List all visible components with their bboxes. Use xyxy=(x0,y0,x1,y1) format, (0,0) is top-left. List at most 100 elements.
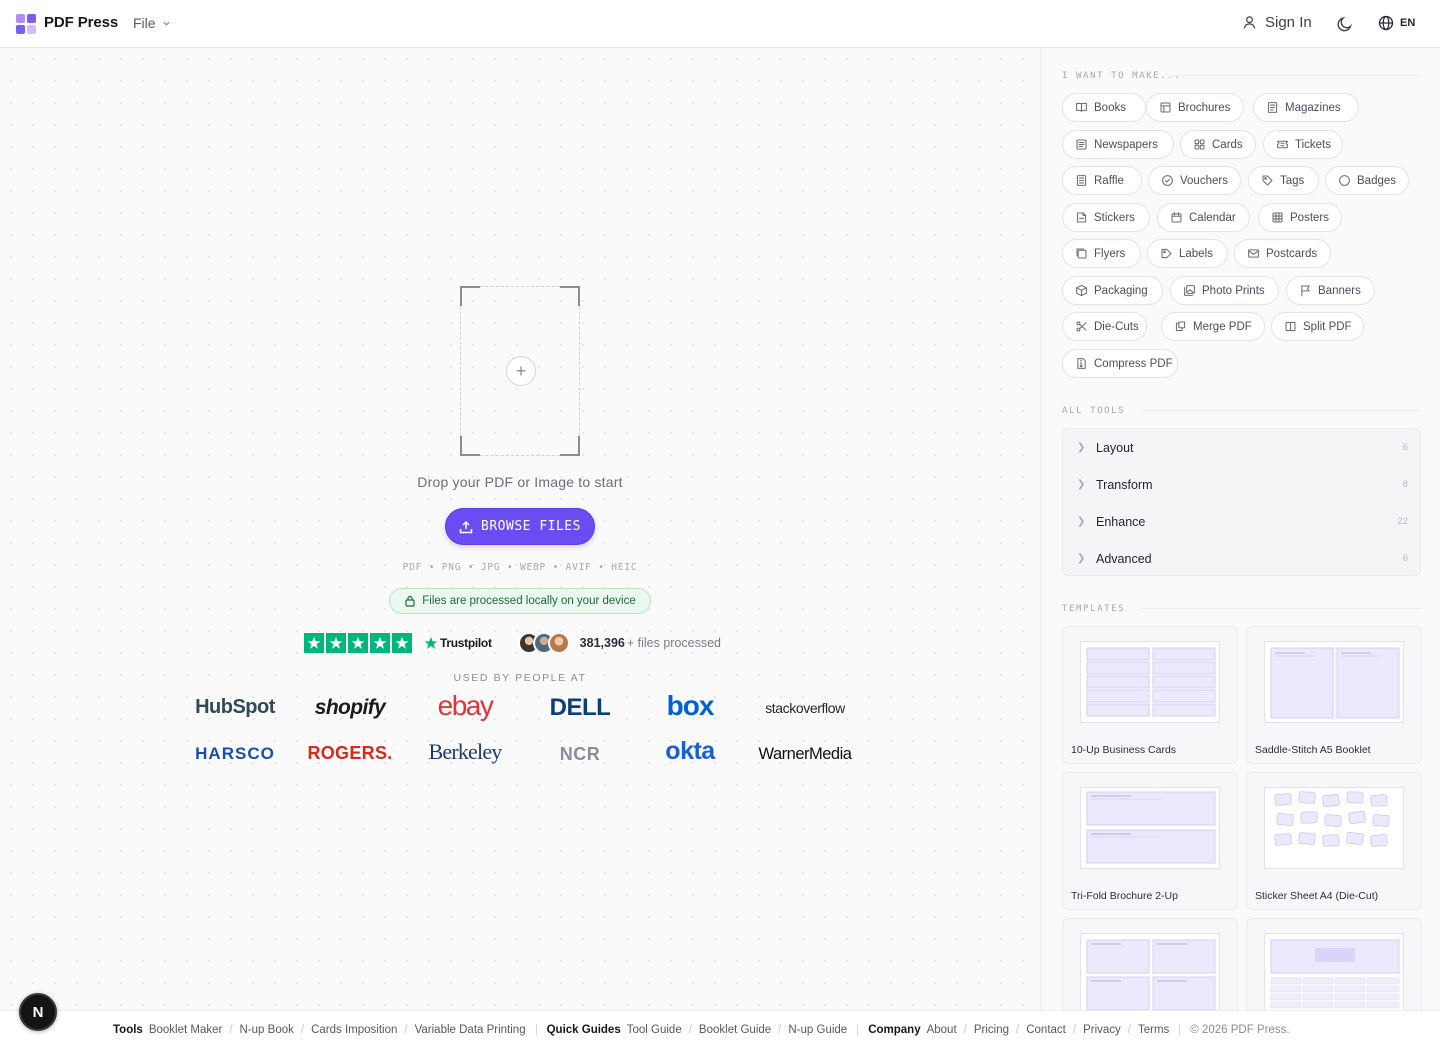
trustpilot-logo[interactable]: Trustpilot xyxy=(424,636,492,650)
make-chip-label: Vouchers xyxy=(1180,174,1228,187)
footer-link-n-up-book[interactable]: N-up Book xyxy=(239,1024,294,1036)
make-chip-stickers[interactable]: Stickers xyxy=(1062,203,1150,232)
make-chip-compress-pdf[interactable]: Compress PDF xyxy=(1062,349,1178,378)
template-card[interactable]: 10-Up Business Cards xyxy=(1062,626,1238,764)
template-card[interactable] xyxy=(1246,918,1422,1010)
pdf-press-logo-icon[interactable] xyxy=(16,14,36,34)
footer-link-booklet-maker[interactable]: Booklet Maker xyxy=(148,1024,223,1036)
make-chip-tags[interactable]: Tags xyxy=(1248,166,1319,195)
tools-section-label: ALL TOOLS xyxy=(1062,406,1126,416)
upload-workspace: + Drop your PDF or Image to start BROWSE… xyxy=(0,48,1040,1010)
footer-link-about[interactable]: About xyxy=(926,1024,957,1036)
make-chip-label: Labels xyxy=(1179,247,1213,260)
browse-files-button[interactable]: BROWSE FILES xyxy=(445,508,595,545)
tool-category-advanced[interactable]: ❯ Advanced 6 xyxy=(1063,540,1420,577)
make-chip-label: Brochures xyxy=(1178,101,1231,114)
footer-link-contact[interactable]: Contact xyxy=(1026,1024,1066,1036)
footer-link-n-up-guide[interactable]: N-up Guide xyxy=(788,1024,848,1036)
local-processing-badge: Files are processed locally on your devi… xyxy=(389,588,651,614)
make-chip-newspapers[interactable]: Newspapers xyxy=(1062,130,1174,159)
star-icon xyxy=(392,633,412,653)
section-divider xyxy=(1141,410,1420,411)
template-card[interactable] xyxy=(1062,918,1238,1010)
ticket-icon xyxy=(1277,140,1288,149)
tool-category-name: Layout xyxy=(1096,440,1134,455)
make-chip-photo-prints[interactable]: Photo Prints xyxy=(1170,276,1279,305)
make-chip-raffle[interactable]: Raffle xyxy=(1062,166,1142,195)
make-chip-label: Photo Prints xyxy=(1202,284,1265,297)
make-chip-banners[interactable]: Banners xyxy=(1286,276,1375,305)
make-chip-labels[interactable]: Labels xyxy=(1147,239,1228,268)
make-chip-cards[interactable]: Cards xyxy=(1180,130,1256,159)
footer-link-cards-imposition[interactable]: Cards Imposition xyxy=(311,1024,398,1036)
template-card[interactable]: Tri-Fold Brochure 2-Up xyxy=(1062,772,1238,910)
make-chip-postcards[interactable]: Postcards xyxy=(1234,239,1331,268)
footer-link-terms[interactable]: Terms xyxy=(1137,1024,1170,1036)
make-chip-die-cuts[interactable]: Die-Cuts xyxy=(1062,312,1147,341)
tool-category-enhance[interactable]: ❯ Enhance 22 xyxy=(1063,503,1420,540)
language-switcher[interactable]: EN xyxy=(1378,15,1415,31)
tool-category-transform[interactable]: ❯ Transform 8 xyxy=(1063,466,1420,503)
sign-in-button[interactable]: Sign In xyxy=(1242,14,1312,31)
tool-category-layout[interactable]: ❯ Layout 6 xyxy=(1063,429,1420,466)
make-chip-label: Split PDF xyxy=(1303,320,1352,333)
make-chip-calendar[interactable]: Calendar xyxy=(1157,203,1250,232)
make-chip-flyers[interactable]: Flyers xyxy=(1062,239,1141,268)
lock-icon xyxy=(405,595,415,607)
template-thumbnail xyxy=(1264,787,1404,869)
make-chip-label: Merge PDF xyxy=(1193,320,1252,333)
make-chip-merge-pdf[interactable]: Merge PDF xyxy=(1161,312,1265,341)
tool-category-count: 6 xyxy=(1402,442,1408,453)
chevron-right-icon: ❯ xyxy=(1077,442,1086,453)
company-logo-harsco: HARSCO xyxy=(195,744,275,763)
flag-icon xyxy=(1301,285,1310,297)
footer-link-booklet-guide[interactable]: Booklet Guide xyxy=(698,1024,772,1036)
make-chip-badges[interactable]: Badges xyxy=(1325,166,1409,195)
footer-link-tool-guide[interactable]: Tool Guide xyxy=(626,1024,682,1036)
template-card[interactable]: Sticker Sheet A4 (Die-Cut) xyxy=(1246,772,1422,910)
moon-icon[interactable] xyxy=(1336,15,1354,33)
company-logo-rogers: ROGERS. xyxy=(307,743,393,763)
business-cards-preview xyxy=(1086,647,1216,717)
make-chip-brochures[interactable]: Brochures xyxy=(1146,93,1244,122)
template-card[interactable]: Saddle-Stitch A5 Booklet xyxy=(1246,626,1422,764)
sign-in-label: Sign In xyxy=(1265,14,1312,31)
file-menu-label: File xyxy=(133,15,156,31)
brand-name[interactable]: PDF Press xyxy=(44,14,119,31)
template-thumbnail xyxy=(1080,641,1220,723)
top-header: PDF Press File Sign In EN xyxy=(0,0,1440,48)
package-icon xyxy=(1076,284,1087,297)
make-chip-tickets[interactable]: Tickets xyxy=(1263,130,1343,159)
dev-tools-badge[interactable]: N xyxy=(19,993,57,1031)
star-icon xyxy=(326,633,346,653)
make-chip-books[interactable]: Books xyxy=(1062,93,1146,122)
file-dropzone[interactable]: + xyxy=(460,286,580,456)
nup-preview xyxy=(1086,939,1216,1010)
footer-divider xyxy=(1179,1024,1181,1036)
template-thumbnail xyxy=(1080,787,1220,869)
merge-icon xyxy=(1175,321,1186,332)
footer-separator: / xyxy=(229,1024,233,1036)
make-chip-packaging[interactable]: Packaging xyxy=(1062,276,1163,305)
make-chip-magazines[interactable]: Magazines xyxy=(1253,93,1359,122)
template-thumbnail xyxy=(1264,933,1404,1010)
plus-icon[interactable]: + xyxy=(506,356,536,386)
star-icon xyxy=(370,633,390,653)
make-chip-label: Tickets xyxy=(1295,138,1331,151)
footer-link-pricing[interactable]: Pricing xyxy=(973,1024,1010,1036)
user-avatars xyxy=(517,632,570,654)
poster-icon xyxy=(1272,212,1283,223)
make-chip-posters[interactable]: Posters xyxy=(1258,203,1342,232)
template-name: Sticker Sheet A4 (Die-Cut) xyxy=(1255,890,1379,902)
footer-link-privacy[interactable]: Privacy xyxy=(1083,1024,1121,1036)
split-icon xyxy=(1285,321,1296,332)
star-icon xyxy=(348,633,368,653)
footer-divider xyxy=(535,1024,537,1036)
make-chip-split-pdf[interactable]: Split PDF xyxy=(1271,312,1364,341)
company-logo-ebay: ebay xyxy=(437,690,494,721)
make-chip-vouchers[interactable]: Vouchers xyxy=(1148,166,1241,195)
file-menu-button[interactable]: File xyxy=(133,15,171,31)
tool-category-name: Enhance xyxy=(1096,514,1146,529)
footer-link-variable-data-printing[interactable]: Variable Data Printing xyxy=(414,1024,526,1036)
